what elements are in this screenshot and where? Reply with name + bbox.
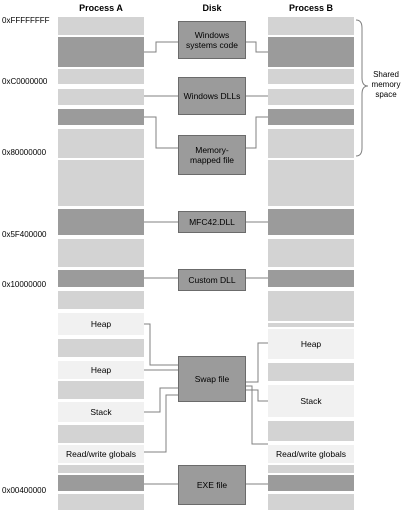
process-b-mapped-region bbox=[268, 109, 354, 125]
process-b-heap: Heap bbox=[268, 329, 354, 359]
address-5f400000: 0x5F400000 bbox=[2, 230, 47, 239]
header-process-a: Process A bbox=[79, 3, 123, 13]
process-b-region bbox=[268, 239, 354, 267]
process-a-globals: Read/write globals bbox=[58, 445, 144, 463]
process-a-mapped-region bbox=[58, 37, 144, 67]
process-b-region bbox=[268, 421, 354, 441]
process-b-region bbox=[268, 69, 354, 84]
process-b-region bbox=[268, 363, 354, 381]
header-process-b: Process B bbox=[288, 3, 334, 13]
process-b-region bbox=[268, 89, 354, 105]
process-b-exe-region bbox=[268, 475, 354, 491]
process-a-region bbox=[58, 129, 144, 158]
connector-line bbox=[144, 41, 178, 53]
disk-custom-dll: Custom DLL bbox=[178, 269, 246, 291]
process-b-stack: Stack bbox=[268, 385, 354, 417]
process-a-region bbox=[58, 89, 144, 105]
process-a-mapped-region bbox=[58, 270, 144, 287]
process-a-region bbox=[58, 239, 144, 267]
process-b-globals: Read/write globals bbox=[268, 445, 354, 463]
address-80000000: 0x80000000 bbox=[2, 148, 47, 157]
process-b-region bbox=[268, 291, 354, 321]
process-a-region bbox=[58, 425, 144, 443]
disk-windows-dlls: Windows DLLs bbox=[178, 77, 246, 115]
process-b-region bbox=[268, 494, 354, 510]
process-a-region bbox=[58, 69, 144, 84]
process-a-region bbox=[58, 465, 144, 473]
process-a-region bbox=[58, 381, 144, 399]
process-b-address-space: Heap Stack Read/write globals bbox=[268, 17, 354, 513]
process-b-mapped-region bbox=[268, 37, 354, 67]
process-a-region bbox=[58, 291, 144, 309]
process-a-mapped-region bbox=[58, 209, 144, 235]
process-a-mapped-region bbox=[58, 109, 144, 125]
connector-line bbox=[144, 323, 178, 366]
connector-line bbox=[144, 387, 178, 413]
disk-memory-mapped-file: Memory-mapped file bbox=[178, 135, 246, 175]
connector-line bbox=[246, 389, 268, 402]
connector-line bbox=[144, 116, 178, 149]
shared-memory-brace bbox=[355, 19, 369, 157]
process-a-heap-2: Heap bbox=[58, 361, 144, 379]
process-b-region bbox=[268, 160, 354, 206]
connector-line bbox=[246, 116, 268, 149]
process-a-region bbox=[58, 160, 144, 206]
process-a-region bbox=[58, 17, 144, 35]
process-b-region bbox=[268, 129, 354, 158]
process-b-region bbox=[268, 17, 354, 35]
process-a-heap-1: Heap bbox=[58, 313, 144, 335]
process-b-region bbox=[268, 465, 354, 473]
process-b-region bbox=[268, 323, 354, 327]
process-a-region bbox=[58, 339, 144, 357]
process-a-address-space: Heap Heap Stack Read/write globals bbox=[58, 17, 144, 513]
connector-line bbox=[246, 342, 268, 383]
header-disk: Disk bbox=[202, 3, 222, 13]
connector-line bbox=[144, 394, 178, 453]
process-a-exe-region bbox=[58, 475, 144, 491]
process-b-mapped-region bbox=[268, 209, 354, 235]
address-ffffffff: 0xFFFFFFFF bbox=[2, 16, 50, 25]
process-a-stack: Stack bbox=[58, 402, 144, 422]
address-10000000: 0x10000000 bbox=[2, 280, 47, 289]
shared-memory-label: Shared memory space bbox=[371, 70, 401, 99]
connector-line bbox=[246, 385, 268, 445]
disk-mfc42-dll: MFC42.DLL bbox=[178, 211, 246, 233]
process-b-mapped-region bbox=[268, 270, 354, 287]
connector-line bbox=[246, 41, 268, 53]
process-a-region bbox=[58, 494, 144, 510]
address-c0000000: 0xC0000000 bbox=[2, 77, 48, 86]
disk-exe-file: EXE file bbox=[178, 465, 246, 505]
disk-windows-systems-code: Windows systems code bbox=[178, 21, 246, 59]
address-00400000: 0x00400000 bbox=[2, 486, 47, 495]
disk-swap-file: Swap file bbox=[178, 356, 246, 402]
